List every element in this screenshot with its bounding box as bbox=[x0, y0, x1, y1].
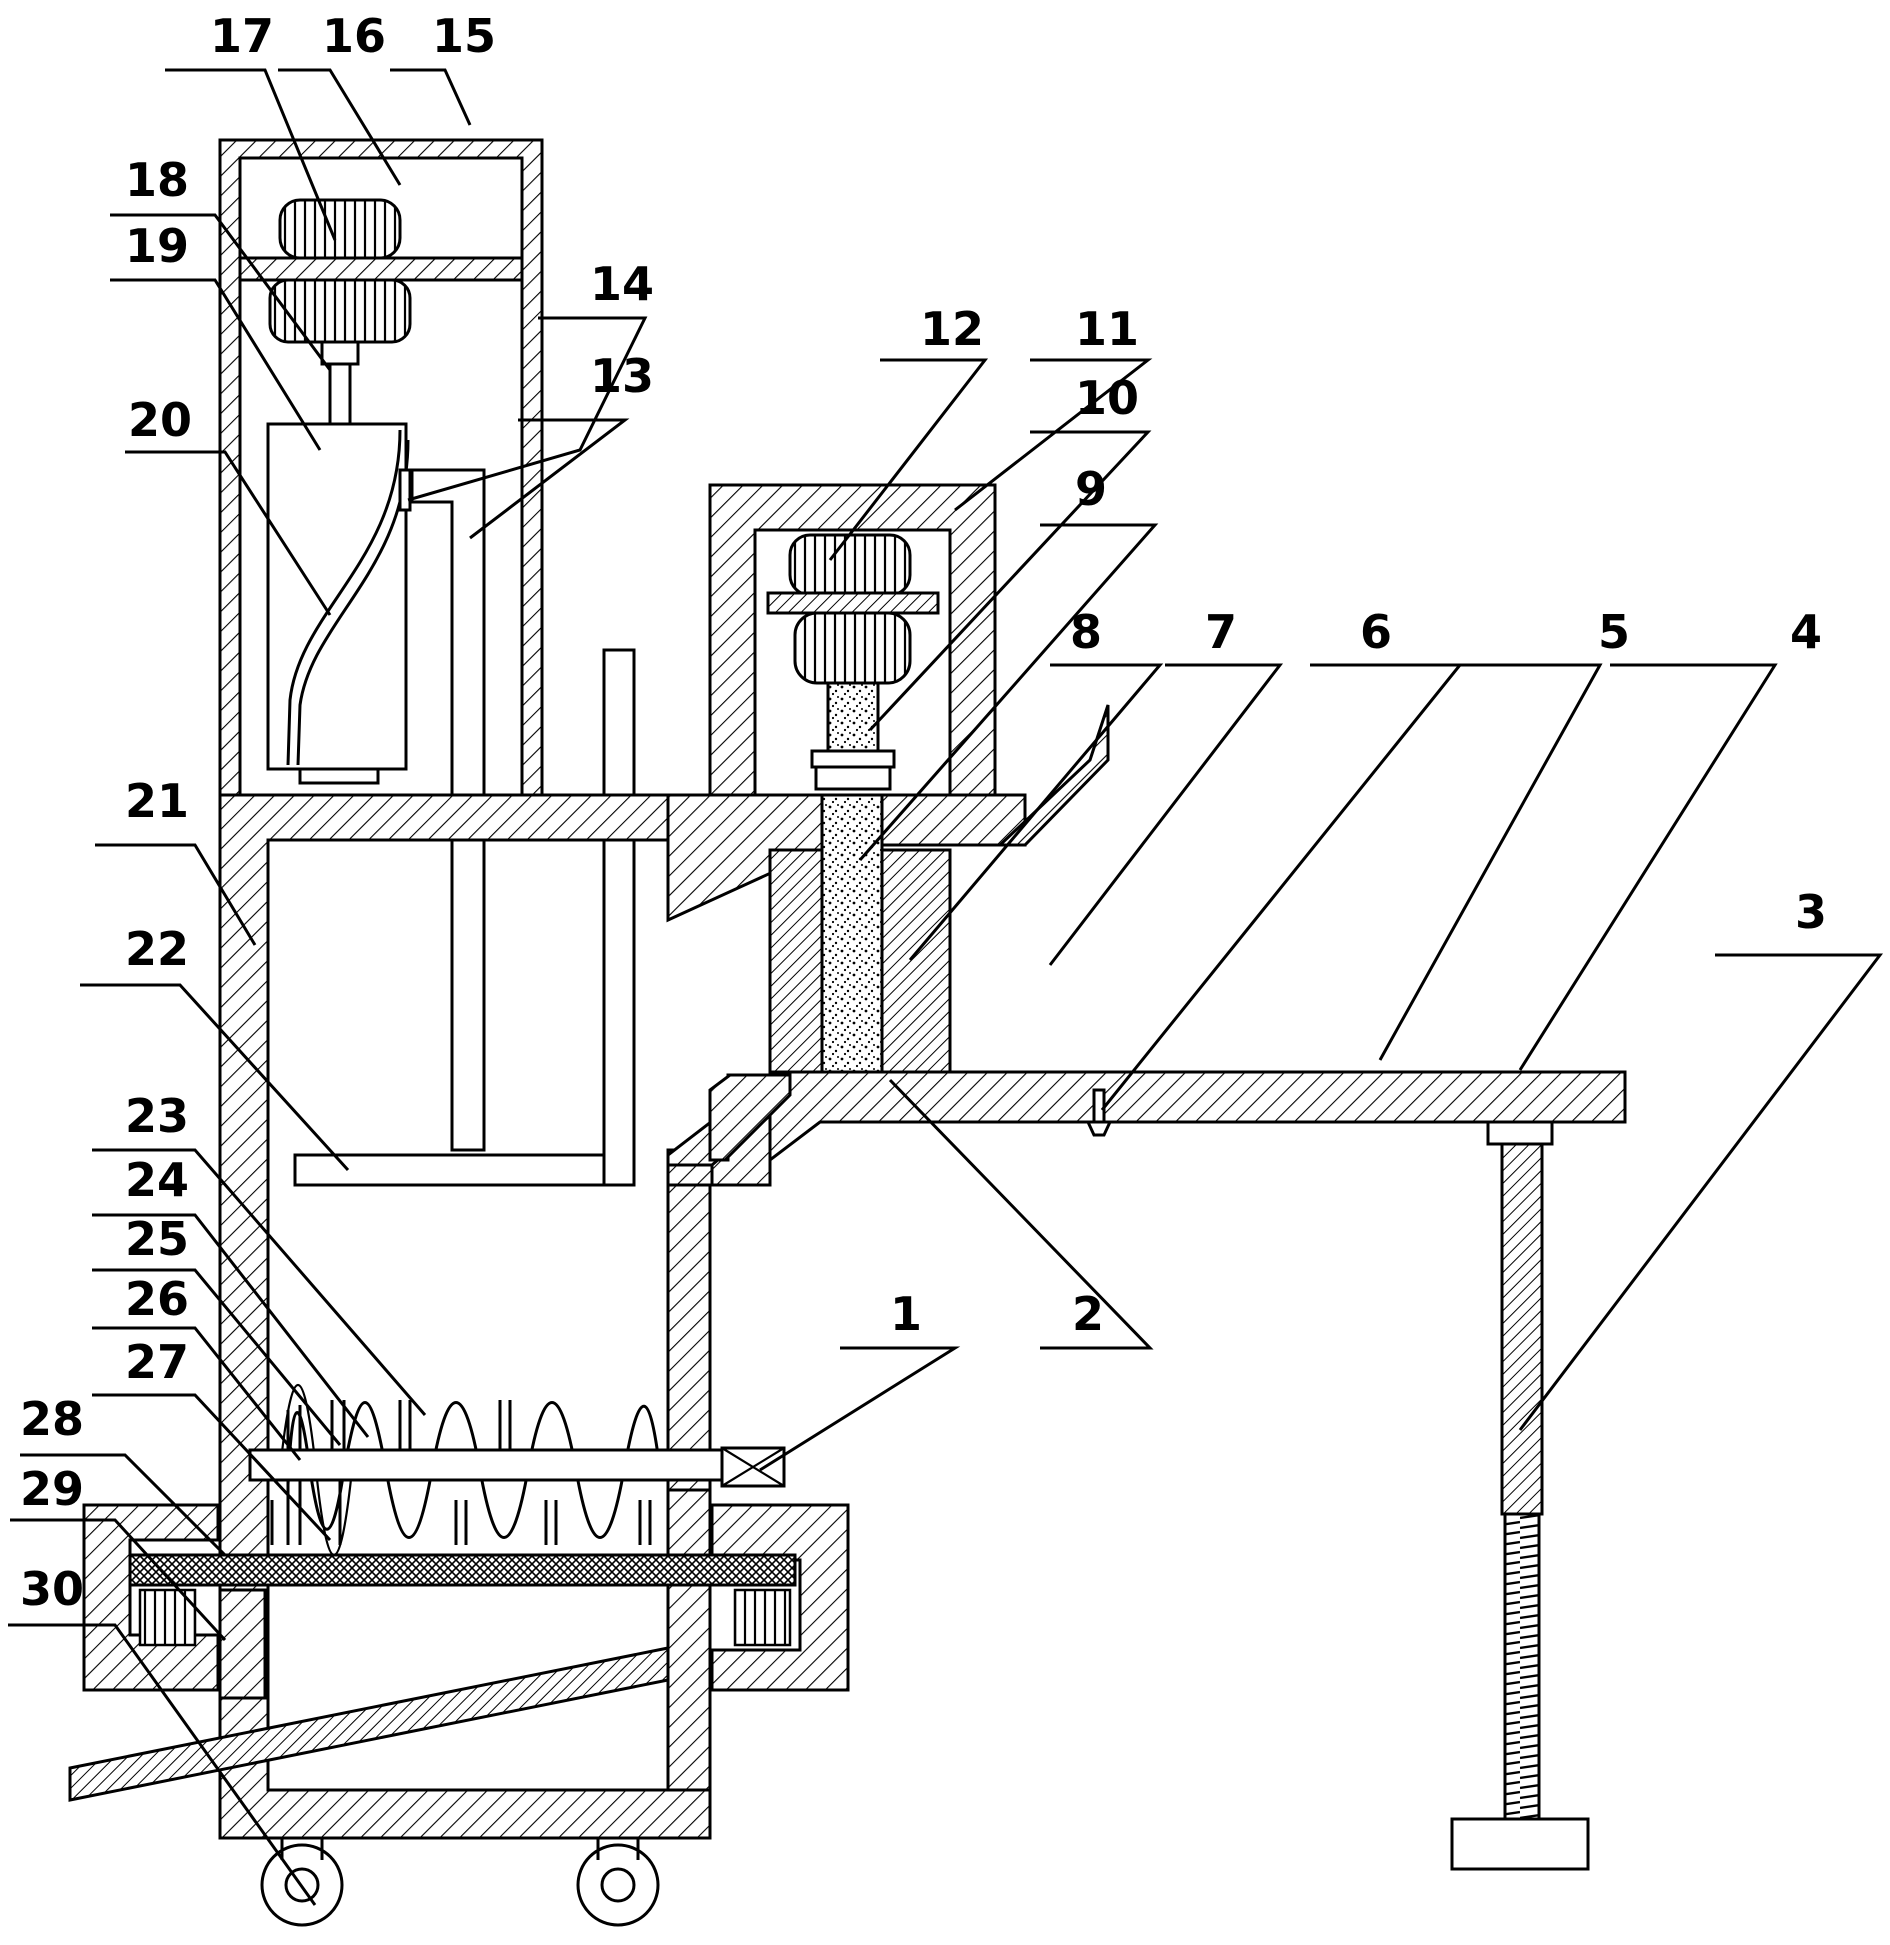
label-30: 30 bbox=[20, 1562, 84, 1616]
label-7: 7 bbox=[1205, 605, 1237, 659]
label-15: 15 bbox=[432, 9, 496, 63]
support-leg bbox=[1450, 1142, 1590, 1871]
label-13: 13 bbox=[590, 349, 654, 403]
label-19: 19 bbox=[125, 219, 189, 273]
spiral-drum bbox=[266, 422, 412, 785]
label-24: 24 bbox=[125, 1153, 189, 1207]
upper-motor bbox=[268, 198, 412, 426]
label-29: 29 bbox=[20, 1462, 84, 1516]
label-9: 9 bbox=[1075, 462, 1107, 516]
label-6: 6 bbox=[1360, 605, 1392, 659]
stirring-assembly bbox=[248, 1383, 786, 1557]
wheels bbox=[260, 1838, 660, 1927]
label-11: 11 bbox=[1075, 302, 1139, 356]
label-23: 23 bbox=[125, 1089, 189, 1143]
grinder-housing bbox=[708, 483, 997, 797]
label-5: 5 bbox=[1598, 605, 1630, 659]
label-17: 17 bbox=[210, 9, 274, 63]
filter-screen bbox=[128, 1553, 797, 1587]
lower-body bbox=[666, 1488, 712, 1792]
label-12: 12 bbox=[920, 302, 984, 356]
motor-mount-plate bbox=[238, 256, 524, 282]
label-14: 14 bbox=[590, 257, 654, 311]
label-22: 22 bbox=[125, 922, 189, 976]
label-1: 1 bbox=[890, 1287, 922, 1341]
feed-pipe bbox=[410, 468, 636, 1187]
label-3: 3 bbox=[1795, 885, 1827, 939]
leader-lines bbox=[8, 68, 1884, 1906]
screen-assembly bbox=[82, 1503, 850, 1700]
label-2: 2 bbox=[1072, 1287, 1104, 1341]
label-8: 8 bbox=[1070, 605, 1102, 659]
label-10: 10 bbox=[1075, 371, 1139, 425]
stirring-shaft bbox=[248, 1448, 724, 1482]
label-21: 21 bbox=[125, 774, 189, 828]
label-27: 27 bbox=[125, 1335, 189, 1389]
label-25: 25 bbox=[125, 1212, 189, 1266]
label-16: 16 bbox=[322, 9, 386, 63]
label-26: 26 bbox=[125, 1272, 189, 1326]
label-18: 18 bbox=[125, 153, 189, 207]
label-28: 28 bbox=[20, 1392, 84, 1446]
stirrer-bracket bbox=[293, 1153, 606, 1187]
platform bbox=[708, 1070, 1627, 1164]
discharge-chute bbox=[68, 1646, 670, 1802]
label-4: 4 bbox=[1790, 605, 1822, 659]
part-labels: 17 16 15 18 19 20 14 13 12 11 10 9 8 7 6… bbox=[20, 9, 1827, 1616]
label-20: 20 bbox=[128, 393, 192, 447]
